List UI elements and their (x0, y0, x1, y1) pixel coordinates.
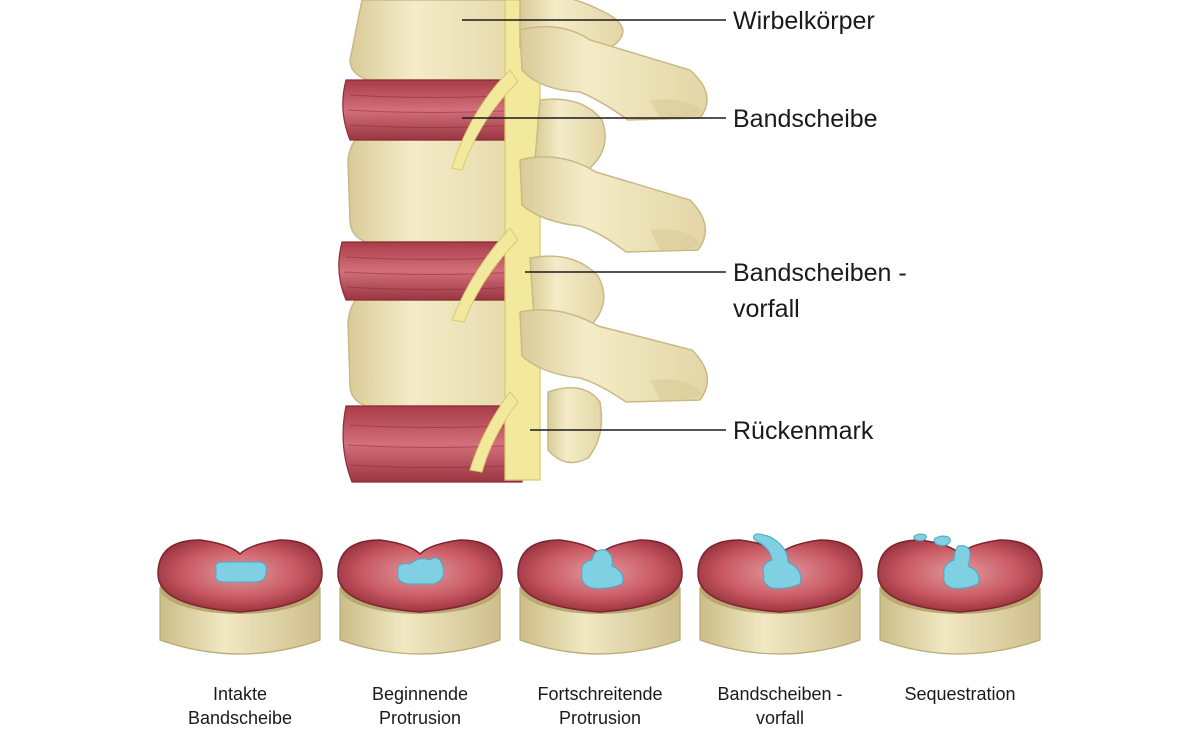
nerve-root-2 (451, 227, 519, 323)
nucleus-icon (752, 533, 802, 589)
nucleus-icon (943, 545, 980, 589)
leader-lines (462, 19, 726, 431)
stage-caption-1-line2: Bandscheibe (187, 708, 293, 728)
stage-disc-2 (337, 539, 503, 655)
nerve-root-1 (451, 69, 519, 171)
label-disc: Bandscheibe (733, 105, 878, 133)
stage-disc-1 (157, 539, 323, 655)
nucleus-icon (215, 561, 267, 583)
stage-caption-5: Sequestration (870, 682, 1050, 706)
stage-caption-2-line2: Protrusion (378, 708, 462, 728)
stage-caption-3-line1: Fortschreitende (537, 684, 663, 704)
label-herniation-line1: Bandscheiben - (733, 259, 907, 287)
sequestered-fragment-icon (933, 535, 951, 547)
stage-caption-5-line1: Sequestration (904, 684, 1016, 704)
stage-caption-1: Intakte Bandscheibe (150, 682, 330, 730)
stage-caption-3: Fortschreitende Protrusion (510, 682, 690, 730)
stage-caption-4: Bandscheiben - vorfall (690, 682, 870, 730)
nucleus-icon (397, 557, 445, 585)
posterior-elements (519, 0, 709, 464)
stage-caption-4-line1: Bandscheiben - (717, 684, 843, 704)
stage-disc-3 (517, 539, 683, 655)
label-vertebral-body: Wirbelkörper (733, 7, 875, 35)
disc-stages (157, 533, 1043, 655)
stage-caption-3-line2: Protrusion (558, 708, 642, 728)
stage-caption-1-line1: Intakte (212, 684, 268, 704)
nerve-root-3 (469, 391, 519, 473)
stage-disc-4 (697, 533, 863, 655)
stage-caption-4-line2: vorfall (755, 708, 804, 728)
label-herniation-line2: vorfall (733, 295, 800, 323)
stage-caption-2: Beginnende Protrusion (330, 682, 510, 730)
stage-caption-2-line1: Beginnende (371, 684, 469, 704)
spine-column (338, 0, 709, 483)
sequestered-fragment-icon (913, 533, 927, 542)
stage-disc-5 (877, 533, 1043, 655)
label-spinal-cord: Rückenmark (733, 417, 874, 445)
nucleus-icon (581, 549, 624, 589)
